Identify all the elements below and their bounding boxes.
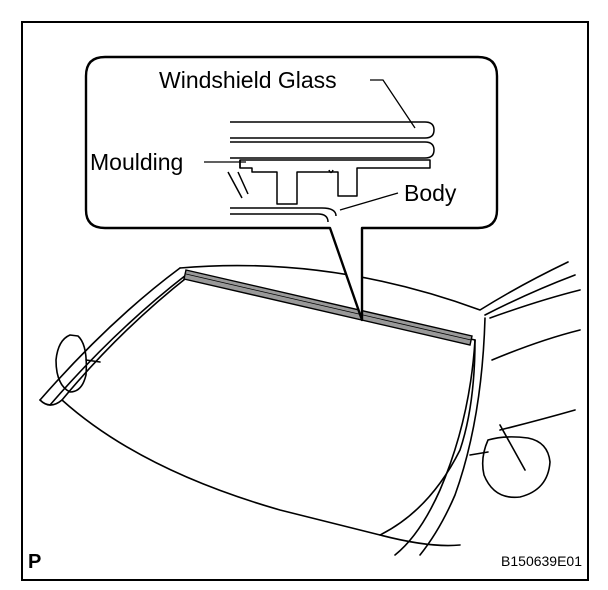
roof-front-edge [179,261,569,311]
body-panel [230,207,337,217]
cowl-line [379,534,461,547]
windshield-glass-label: Windshield Glass [159,67,337,93]
right-mirror [481,436,551,499]
windshield-glass-leader [370,79,416,129]
body-label: Body [404,180,457,206]
moulding-strip [183,269,473,346]
glass-layer-top [230,121,435,139]
body-leader [339,192,399,211]
left-hood-edge [39,399,63,406]
right-door-line [489,289,581,319]
right-a-pillar [394,339,476,556]
leader-lines [204,79,416,211]
glass-layer-mid [230,141,435,159]
figure-code: B150639E01 [501,553,582,569]
left-a-pillar [39,267,181,401]
cross-section [227,121,435,223]
moulding-piece [239,159,431,205]
moulding-label: Moulding [90,149,183,175]
left-mirror [55,334,88,393]
roof-line-right [484,274,576,316]
corner-mark: P [28,551,41,573]
